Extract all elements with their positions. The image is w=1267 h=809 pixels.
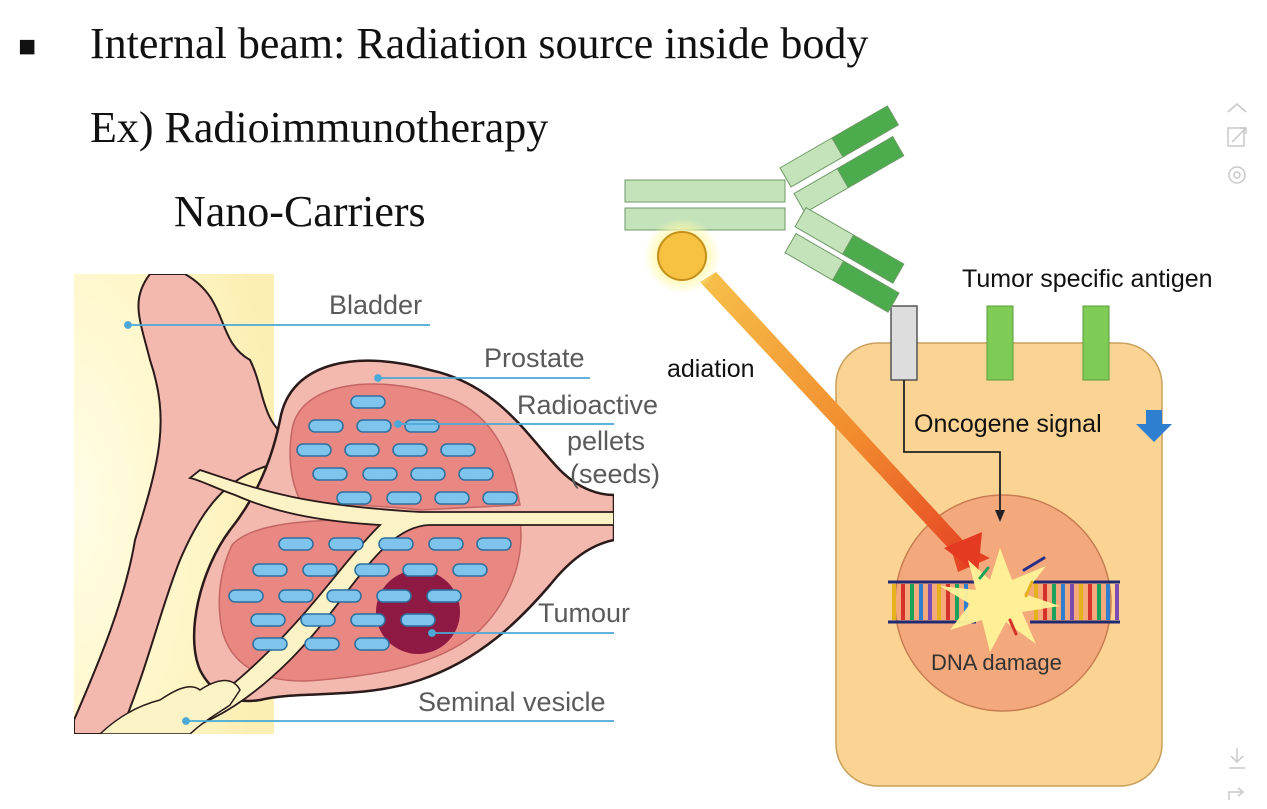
- bladder-label: Bladder: [329, 290, 422, 320]
- radioactive-seed: [404, 419, 440, 433]
- radioactive-seed: [362, 467, 398, 481]
- radioactive-seed: [354, 637, 390, 651]
- radioactive-seed: [392, 443, 428, 457]
- radioactive-seed: [428, 537, 464, 551]
- radioimmunotherapy-diagram: Tumor specific antigen adiation Oncogene…: [624, 105, 1213, 787]
- tumour-label: Tumour: [538, 598, 630, 628]
- down-arrow-icon: [1136, 410, 1172, 442]
- vesicle-label: Seminal vesicle: [418, 687, 606, 717]
- chevron-up-icon[interactable]: [1227, 102, 1247, 113]
- oncogene-signal-path: [903, 380, 1001, 512]
- radioactive-seed: [386, 491, 422, 505]
- pellets-dot: [394, 420, 402, 428]
- radioactive-seed: [252, 637, 288, 651]
- bladder-dot: [124, 321, 132, 329]
- broken-dna-fragment: [1022, 556, 1046, 572]
- tumour-dot: [428, 629, 436, 637]
- antigen-receptor-grey: [890, 305, 918, 381]
- radioactive-seed: [434, 491, 470, 505]
- pellets-label-line1: Radioactive: [517, 390, 658, 420]
- radioactive-seed: [356, 419, 392, 433]
- radioactive-seed: [312, 467, 348, 481]
- radioactive-seed: [304, 637, 340, 651]
- antigen-receptor-1: [986, 305, 1014, 381]
- radiation-arrowhead: [944, 532, 982, 574]
- download-icon[interactable]: [1229, 748, 1245, 769]
- slide-heading: Internal beam: Radiation source inside b…: [90, 19, 869, 68]
- radioactive-seed: [344, 443, 380, 457]
- viewer-tools-top: [1227, 102, 1247, 184]
- radioactive-seed: [452, 563, 488, 577]
- radioactive-seed: [440, 443, 476, 457]
- radioactive-seed: [328, 537, 364, 551]
- radioactive-seed: [400, 613, 436, 627]
- radioactive-seed: [296, 443, 332, 457]
- subexample-line: Nano-Carriers: [174, 187, 426, 236]
- prostate-label: Prostate: [484, 343, 585, 373]
- share-icon[interactable]: [1228, 787, 1245, 800]
- antigen-label: Tumor specific antigen: [962, 265, 1213, 293]
- radioactive-seed: [252, 563, 288, 577]
- broken-dna-fragment: [978, 566, 990, 580]
- prostate-brachytherapy-diagram: Bladder Prostate Radioactive pellets (se…: [74, 274, 660, 734]
- vesicle-dot: [182, 717, 190, 725]
- radiation-beam: [700, 272, 990, 572]
- radioactive-seed: [228, 589, 264, 603]
- bladder-wall: [74, 274, 291, 734]
- prostate-dot: [374, 374, 382, 382]
- pellets-label-line3: (seeds): [570, 459, 660, 489]
- radioactive-seed: [326, 589, 362, 603]
- radioactive-seed: [300, 613, 336, 627]
- oncogene-label: Oncogene signal: [914, 410, 1102, 438]
- pellets-label-line2: pellets: [567, 426, 645, 456]
- radioactive-seed: [426, 589, 462, 603]
- radioactive-seed: [278, 589, 314, 603]
- signal-arrowhead: [995, 510, 1005, 522]
- radioactive-seed: [278, 537, 314, 551]
- radioactive-seed: [350, 613, 386, 627]
- radioactive-seed: [354, 563, 390, 577]
- broken-dna-fragment: [1024, 580, 1034, 598]
- gear-icon[interactable]: [1228, 166, 1246, 184]
- radioactive-seed: [250, 613, 286, 627]
- radioactive-seed: [376, 589, 412, 603]
- radioactive-seed: [378, 537, 414, 551]
- radioactive-seeds: [228, 395, 518, 651]
- example-line: Ex) Radioimmunotherapy: [90, 103, 549, 152]
- antigen-receptor-2: [1082, 305, 1110, 381]
- radiation-label: adiation: [667, 355, 755, 383]
- radioactive-seed: [402, 563, 438, 577]
- radioactive-seed: [302, 563, 338, 577]
- radioactive-seed: [410, 467, 446, 481]
- radioactive-seed: [308, 419, 344, 433]
- broken-dna-fragment: [1008, 618, 1018, 636]
- radioactive-seed: [350, 395, 386, 409]
- radioisotope: [657, 231, 707, 281]
- viewer-tools-bottom: [1228, 748, 1245, 800]
- dna-strands: [888, 580, 1120, 624]
- radioactive-seed: [482, 491, 518, 505]
- expand-icon[interactable]: [1227, 127, 1247, 147]
- radioactive-seed: [476, 537, 512, 551]
- damage-burst: [940, 548, 1060, 652]
- radioactive-seed: [336, 491, 372, 505]
- radioactive-seed: [458, 467, 494, 481]
- bullet-marker: ■: [18, 30, 37, 63]
- dna-damage-label: DNA damage: [931, 650, 1062, 675]
